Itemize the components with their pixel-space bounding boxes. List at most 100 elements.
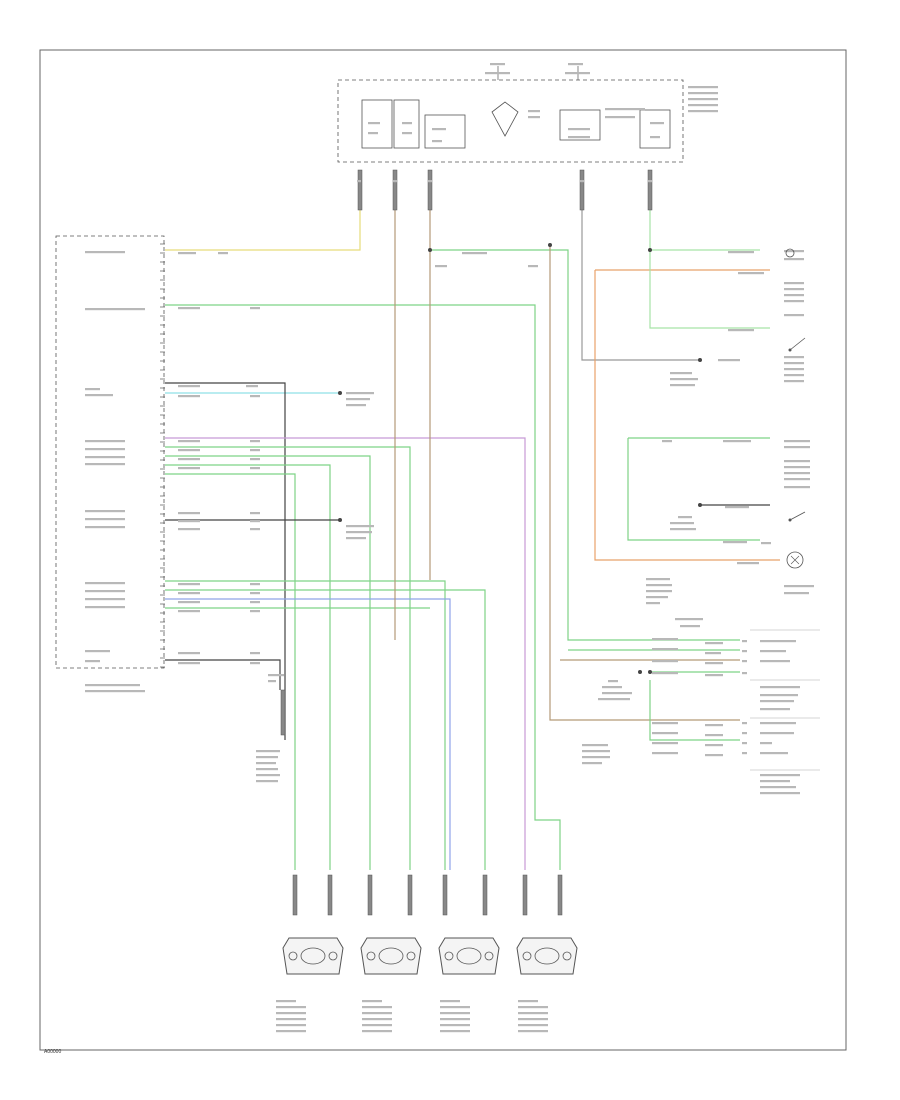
splice-dot-icon: [648, 248, 652, 252]
label-placeholder: [705, 754, 723, 757]
fuse-box-connector-pin: [357, 169, 363, 211]
label-placeholder: [440, 1000, 460, 1003]
label-placeholder: [652, 732, 678, 735]
label-placeholder: [784, 368, 804, 371]
label-placeholder: [178, 662, 200, 665]
wire-green-6: [165, 455, 371, 870]
sensor-connector-pin: [557, 874, 563, 916]
label-placeholder: [718, 359, 740, 362]
label-placeholder: [646, 596, 668, 599]
wire-group: [165, 175, 780, 870]
label-placeholder: [688, 92, 718, 95]
splice-dot-icon: [428, 248, 432, 252]
label-placeholder: [440, 1012, 470, 1015]
label-placeholder: [688, 98, 718, 101]
label-placeholder: [737, 562, 759, 565]
label-placeholder: [178, 592, 200, 595]
sensor-connector-pin: [522, 874, 528, 916]
label-placeholder: [518, 1030, 548, 1033]
label-placeholder: [678, 516, 692, 519]
label-placeholder: [368, 122, 380, 125]
label-placeholder: [250, 467, 260, 470]
wire-green-28: [649, 680, 740, 741]
label-placeholder: [276, 1018, 306, 1021]
label-placeholder: [568, 63, 583, 66]
label-placeholder: [85, 440, 125, 443]
label-placeholder: [670, 522, 694, 525]
label-placeholder: [440, 1018, 470, 1021]
splice-dot-icon: [338, 391, 342, 395]
label-placeholder: [675, 618, 703, 621]
wheel-speed-sensor-icon: [282, 937, 344, 975]
sensor-face: [378, 947, 404, 965]
label-placeholder: [760, 640, 796, 643]
label-placeholder: [276, 1012, 306, 1015]
splice-dot-icon: [698, 503, 702, 507]
wire-green-17: [430, 249, 740, 641]
label-placeholder: [784, 478, 810, 481]
label-placeholder: [670, 384, 695, 387]
label-placeholder: [784, 282, 804, 285]
label-placeholder: [598, 698, 630, 701]
abs-module-connector: [55, 235, 165, 669]
label-placeholder: [250, 583, 260, 586]
label-placeholder: [742, 672, 747, 675]
label-placeholder: [402, 132, 412, 135]
label-placeholder: [268, 680, 276, 683]
label-placeholder: [250, 520, 260, 523]
label-placeholder: [784, 374, 804, 377]
label-placeholder: [346, 398, 370, 401]
label-placeholder: [582, 756, 610, 759]
label-placeholder: [784, 294, 804, 297]
label-placeholder: [518, 1024, 548, 1027]
sensor-connector-pin: [407, 874, 413, 916]
label-placeholder: [528, 265, 538, 268]
label-placeholder: [250, 449, 260, 452]
label-placeholder: [705, 652, 721, 655]
label-placeholder: [256, 780, 278, 783]
sensor-body: [360, 937, 422, 975]
label-placeholder: [605, 108, 645, 111]
wire-lightgreen-23: [649, 250, 770, 329]
label-placeholder: [362, 1030, 392, 1033]
label-placeholder: [178, 395, 200, 398]
label-placeholder: [760, 792, 800, 795]
label-placeholder: [742, 640, 747, 643]
wire-green-7: [165, 464, 331, 870]
label-placeholder: [85, 660, 100, 663]
label-placeholder: [178, 307, 200, 310]
label-placeholder: [784, 362, 804, 365]
label-placeholder: [432, 140, 442, 143]
label-placeholder: [357, 180, 361, 183]
label-placeholder: [518, 1000, 538, 1003]
label-placeholder: [393, 180, 397, 183]
label-placeholder: [250, 512, 260, 515]
sensor-connector-pin: [442, 874, 448, 916]
label-placeholder: [760, 774, 800, 777]
label-placeholder: [178, 467, 200, 470]
fuse-box-connector-pin: [647, 169, 653, 211]
label-placeholder: [85, 251, 125, 254]
label-placeholder: [760, 700, 794, 703]
label-placeholder: [85, 463, 125, 466]
label-placeholder: [760, 722, 796, 725]
label-placeholder: [688, 86, 718, 89]
wire-green-11: [165, 589, 486, 870]
label-placeholder: [178, 583, 200, 586]
label-placeholder: [784, 460, 810, 463]
label-placeholder: [650, 122, 664, 125]
label-placeholder: [346, 525, 374, 528]
label-placeholder: [784, 258, 804, 261]
wire-black-14: [165, 659, 281, 690]
switch-contact-icon: [788, 348, 792, 352]
label-placeholder: [742, 742, 747, 745]
sensor-body: [282, 937, 344, 975]
label-placeholder: [276, 1024, 306, 1027]
sensor-mount-hole: [288, 951, 298, 961]
wire-green-10: [165, 580, 446, 870]
label-placeholder: [742, 752, 747, 755]
label-placeholder: [402, 122, 412, 125]
label-placeholder: [608, 680, 618, 683]
label-placeholder: [760, 752, 788, 755]
label-placeholder: [218, 252, 228, 255]
